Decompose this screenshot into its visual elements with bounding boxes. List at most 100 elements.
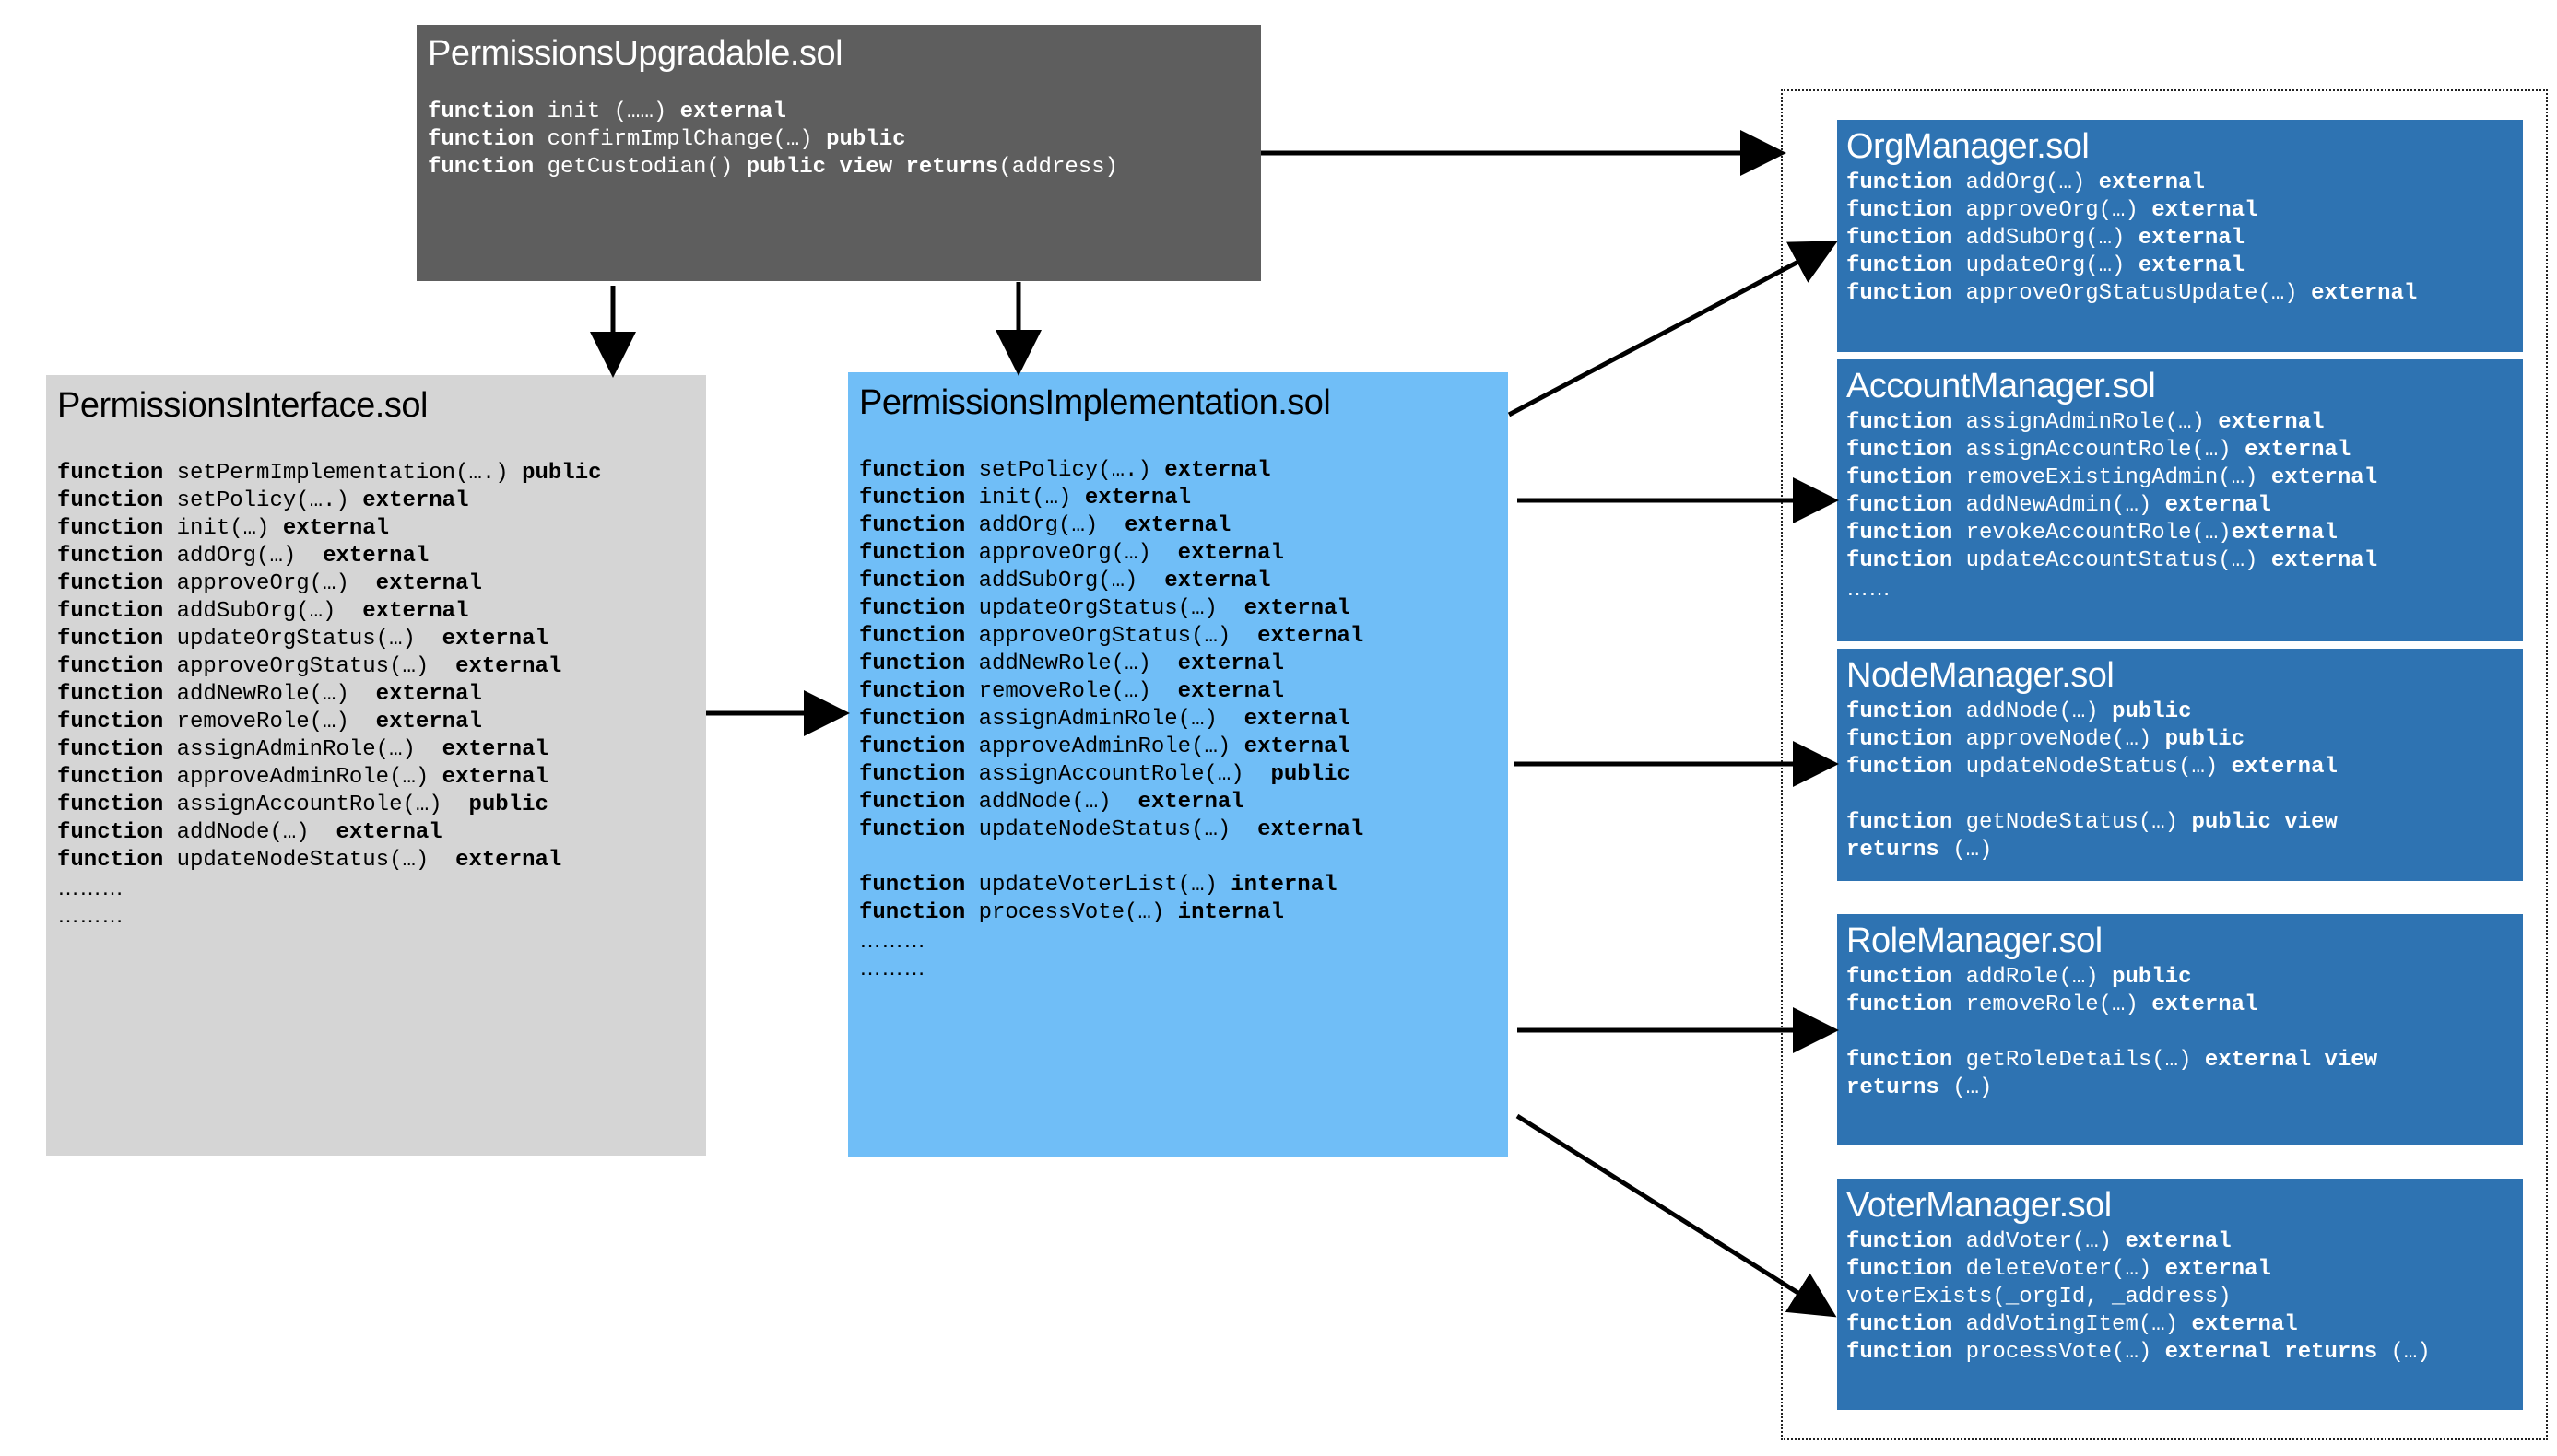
function-signature: assignAdminRole(…) [176, 736, 442, 762]
keyword: function [57, 598, 177, 624]
function-line: function addSubOrg(…) external [859, 568, 1508, 595]
keyword: function [859, 678, 979, 704]
function-line: function init(…) external [859, 485, 1508, 512]
function-line: function processVote(…) external returns… [1846, 1339, 2523, 1367]
keyword: function [1846, 809, 1966, 835]
function-line: function approveOrg(…) external [859, 540, 1508, 568]
modifier: external [375, 709, 482, 734]
function-line: function addNewRole(…) external [859, 651, 1508, 678]
modifier: external [1243, 595, 1350, 621]
function-signature: revokeAccountRole(…) [1965, 520, 2232, 546]
modifier: external [2311, 280, 2418, 306]
keyword: returns [1846, 1074, 1953, 1100]
modifier: external [1243, 734, 1350, 759]
function-signature: getRoleDetails(…) [1965, 1047, 2205, 1073]
function-line: function updateNodeStatus(…) external [859, 816, 1508, 844]
modifier: external [2270, 547, 2378, 573]
keyword: function [859, 595, 979, 621]
modifier: external [2164, 492, 2271, 518]
function-signature: approveOrgStatus(…) [978, 623, 1258, 649]
keyword: function [57, 709, 177, 734]
function-signature: addOrg(…) [978, 512, 1125, 538]
ellipsis-line: ……… [859, 927, 925, 953]
function-line: function approveOrgStatusUpdate(…) exter… [1846, 280, 2523, 308]
function-line: function init (……) external [428, 99, 1261, 126]
function-signature: assignAdminRole(…) [1965, 409, 2219, 435]
modifier: public [522, 460, 602, 486]
return-type: (address) [998, 154, 1118, 180]
function-signature: addNewAdmin(…) [1965, 492, 2165, 518]
keyword: function [859, 485, 979, 511]
modifier: external [2231, 754, 2338, 780]
keyword: function [859, 457, 979, 483]
modifier: public [1270, 761, 1350, 787]
modifier: external [442, 764, 548, 790]
modifier: external [1125, 512, 1231, 538]
function-line: function addVotingItem(…) external [1846, 1311, 2523, 1339]
keyword: function [428, 154, 548, 180]
modifier: internal [1231, 872, 1337, 898]
function-signature: assignAccountRole(…) [978, 761, 1271, 787]
keyword: function [57, 487, 177, 513]
modifier: external [2125, 1228, 2232, 1254]
keyword: function [1846, 492, 1966, 518]
org-manager-box: OrgManager.sol function addOrg(…) extern… [1837, 120, 2523, 352]
function-signature: approveOrgStatusUpdate(…) [1965, 280, 2312, 306]
function-signature: addNode(…) [176, 819, 336, 845]
function-line: function revokeAccountRole(…)external [1846, 520, 2523, 547]
function-line: function addNode(…) external [57, 819, 706, 847]
keyword: function [428, 126, 548, 152]
function-line: function confirmImplChange(…) public [428, 126, 1261, 154]
function-signature: approveAdminRole(…) [978, 734, 1244, 759]
keyword: function [1846, 1256, 1966, 1282]
function-line: function approveNode(…) public [1846, 726, 2523, 754]
function-line: function approveOrgStatus(…) external [57, 653, 706, 681]
keyword: function [1846, 170, 1966, 195]
modifier: external [2151, 197, 2258, 223]
keyword: function [57, 653, 177, 679]
function-signature: addVotingItem(…) [1965, 1311, 2192, 1337]
function-line: function approveOrg(…) external [57, 570, 706, 598]
function-line: function addSubOrg(…) external [1846, 225, 2523, 252]
keyword: function [428, 99, 548, 124]
return-type: (…) [2377, 1339, 2431, 1365]
function-line: function approveOrg(…) external [1846, 197, 2523, 225]
keyword: function [859, 789, 979, 815]
box-title: AccountManager.sol [1846, 367, 2156, 405]
function-line: function setPolicy(….) external [57, 487, 706, 515]
function-signature: addNode(…) [978, 789, 1138, 815]
function-line: function approveAdminRole(…) external [57, 764, 706, 792]
function-signature: addVoter(…) [1965, 1228, 2126, 1254]
node-manager-box: NodeManager.sol function addNode(…) publ… [1837, 649, 2523, 881]
modifier: internal [1177, 899, 1284, 925]
function-line: function updateNodeStatus(…) external [57, 847, 706, 875]
function-line: function deleteVoter(…) external [1846, 1256, 2523, 1284]
function-signature: updateNodeStatus(…) [176, 847, 456, 873]
function-signature: addSubOrg(…) [978, 568, 1165, 593]
modifier: public [2112, 699, 2192, 724]
modifier: external [2164, 1256, 2271, 1282]
modifier: external [2138, 252, 2245, 278]
account-manager-box: AccountManager.sol function assignAdminR… [1837, 359, 2523, 641]
function-signature: init(…) [978, 485, 1085, 511]
function-line: function setPolicy(….) external [859, 457, 1508, 485]
function-signature: updateOrgStatus(…) [176, 626, 442, 652]
function-signature: setPermImplementation(….) [176, 460, 523, 486]
modifier: external [1177, 678, 1284, 704]
keyword: function [57, 819, 177, 845]
function-signature: removeRole(…) [176, 709, 376, 734]
function-signature: removeRole(…) [1965, 992, 2152, 1017]
role-manager-box: RoleManager.sol function addRole(…) publ… [1837, 914, 2523, 1145]
ellipsis-line: …… [1846, 575, 1891, 601]
function-line: function getNodeStatus(…) public view [1846, 809, 2523, 837]
modifier: public [826, 126, 906, 152]
function-line: function addNewRole(…) external [57, 681, 706, 709]
function-signature: updateOrg(…) [1965, 252, 2139, 278]
function-signature: addNode(…) [1965, 699, 2113, 724]
function-signature: updateVoterList(…) [978, 872, 1231, 898]
modifier: external [2098, 170, 2205, 195]
function-signature: getNodeStatus(…) [1965, 809, 2192, 835]
